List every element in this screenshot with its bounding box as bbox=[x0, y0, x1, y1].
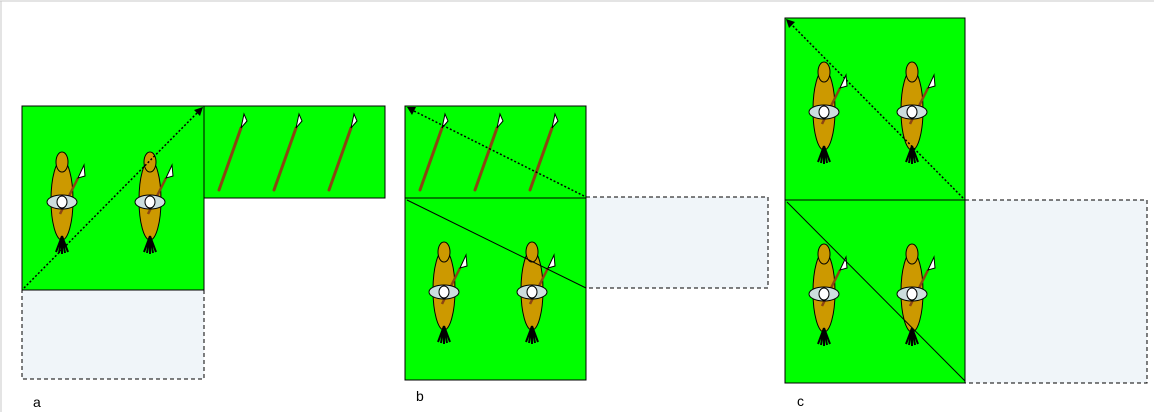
diagonal-arrow-c bbox=[790, 23, 964, 199]
diagonal-line-b bbox=[406, 199, 587, 289]
arrowhead-a bbox=[194, 107, 203, 116]
arrowhead-c bbox=[786, 19, 795, 28]
diagonal-arrow-a bbox=[23, 109, 201, 289]
diagonal-line-c bbox=[786, 201, 966, 382]
arrowhead-b bbox=[407, 107, 416, 115]
panel-b: b bbox=[404, 105, 769, 404]
ghost-block-c bbox=[964, 199, 1148, 384]
ghost-block-b bbox=[585, 196, 769, 289]
diagonal-arrow-b bbox=[411, 109, 585, 197]
panel-label-c: c bbox=[797, 393, 804, 409]
panel-label-b: b bbox=[416, 388, 424, 404]
panel-label-a: a bbox=[33, 394, 41, 410]
ghost-block-a bbox=[21, 289, 205, 380]
panel-c: c bbox=[784, 17, 1148, 409]
panel-a: a bbox=[21, 105, 386, 410]
